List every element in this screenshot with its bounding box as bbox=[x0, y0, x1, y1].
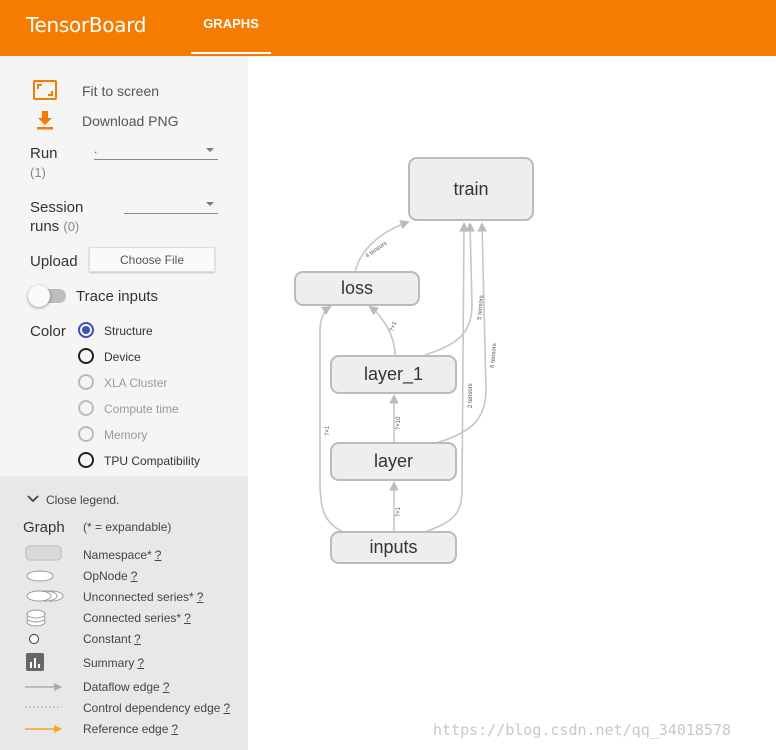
radio-label-structure: Structure bbox=[104, 324, 153, 338]
help-link[interactable]: ? bbox=[137, 656, 145, 670]
run-select[interactable]: . bbox=[94, 142, 218, 160]
legend-item-connected-series: Connected series*? bbox=[83, 611, 191, 625]
app-title: TensorBoard bbox=[26, 13, 147, 37]
edge-label-5-tensors: 5 tensors bbox=[477, 295, 485, 320]
run-count: (1) bbox=[30, 165, 46, 180]
graph-node-layer-1[interactable]: layer_1 bbox=[330, 355, 457, 394]
radio-tpu-compatibility[interactable] bbox=[78, 452, 94, 468]
edge-label-x10: ?×10 bbox=[396, 416, 402, 430]
legend-item-namespace: Namespace*? bbox=[83, 548, 162, 562]
help-link[interactable]: ? bbox=[134, 632, 141, 646]
expandable-note: (* = expandable) bbox=[83, 520, 172, 534]
radio-device[interactable] bbox=[78, 348, 94, 364]
edge-layer1-train bbox=[424, 222, 475, 356]
radio-label-memory: Memory bbox=[104, 428, 148, 442]
graph-node-train[interactable]: train bbox=[408, 157, 534, 221]
radio-label-device: Device bbox=[104, 350, 141, 364]
active-tab-indicator bbox=[191, 52, 271, 54]
help-link[interactable]: ? bbox=[223, 701, 231, 715]
namespace-icon bbox=[25, 545, 62, 561]
radio-label-compute-time: Compute time bbox=[104, 402, 179, 416]
reference-edge-icon bbox=[25, 725, 62, 733]
graph-node-inputs[interactable]: inputs bbox=[330, 531, 457, 564]
chevron-down-icon[interactable] bbox=[27, 494, 39, 504]
legend-item-opnode: OpNode? bbox=[83, 569, 138, 583]
edge-inputs-train bbox=[424, 222, 469, 533]
session-label-2: runs (0) bbox=[30, 218, 80, 235]
connected-series-icon bbox=[26, 609, 46, 627]
summary-icon bbox=[26, 653, 44, 671]
choose-file-button[interactable]: Choose File bbox=[89, 247, 215, 272]
help-link[interactable]: ? bbox=[130, 569, 138, 583]
upload-label: Upload bbox=[30, 253, 78, 270]
color-label: Color bbox=[30, 323, 66, 340]
session-label-1: Session bbox=[30, 199, 84, 216]
fit-to-screen-button[interactable]: Fit to screen bbox=[82, 83, 160, 99]
legend-item-unconnected-series: Unconnected series*? bbox=[83, 590, 204, 604]
radio-compute-time[interactable] bbox=[78, 400, 94, 416]
help-link[interactable]: ? bbox=[154, 548, 162, 562]
edge-label-4-tensors: 4 tensors bbox=[365, 241, 389, 260]
trace-inputs-toggle-knob[interactable] bbox=[28, 285, 50, 307]
unconnected-series-icon bbox=[26, 590, 64, 602]
top-app-bar: TensorBoard GRAPHS bbox=[0, 0, 776, 56]
close-legend-link[interactable]: Close legend. bbox=[46, 493, 120, 507]
legend-item-dataflow-edge: Dataflow edge? bbox=[83, 680, 170, 694]
edge-inputs-loss bbox=[319, 306, 344, 533]
download-png-button[interactable]: Download PNG bbox=[82, 113, 179, 129]
run-select-value: . bbox=[94, 142, 98, 156]
help-link[interactable]: ? bbox=[184, 611, 191, 625]
chevron-down-icon bbox=[206, 202, 214, 206]
tab-graphs[interactable]: GRAPHS bbox=[203, 16, 259, 31]
radio-xla-cluster[interactable] bbox=[78, 374, 94, 390]
trace-inputs-label: Trace inputs bbox=[76, 288, 158, 305]
edge-loss-train bbox=[354, 220, 410, 273]
graph-node-loss[interactable]: loss bbox=[294, 271, 420, 306]
session-count: (0) bbox=[63, 219, 80, 234]
graph-node-layer[interactable]: layer bbox=[330, 442, 457, 481]
legend-graph-label: Graph bbox=[23, 519, 65, 536]
edge-layer1-loss bbox=[368, 305, 396, 356]
edge-layer-train bbox=[435, 222, 487, 444]
help-link[interactable]: ? bbox=[171, 722, 179, 736]
radio-structure[interactable] bbox=[78, 322, 94, 338]
help-link[interactable]: ? bbox=[162, 680, 170, 694]
radio-label-xla-cluster: XLA Cluster bbox=[104, 376, 168, 390]
edge-label-2-tensors: 2 tensors bbox=[468, 383, 474, 408]
download-icon[interactable] bbox=[35, 110, 55, 130]
edge-label-x1-layer: ?×1 bbox=[396, 506, 402, 517]
edge-label-x1-inputs-loss: ?×1 bbox=[325, 425, 331, 436]
opnode-icon bbox=[26, 570, 54, 582]
run-label: Run bbox=[30, 145, 58, 162]
radio-memory[interactable] bbox=[78, 426, 94, 442]
session-runs-select[interactable] bbox=[124, 200, 218, 214]
watermark: https://blog.csdn.net/qq_34018578 bbox=[433, 721, 732, 739]
legend-item-constant: Constant? bbox=[83, 632, 141, 646]
legend-item-reference-edge: Reference edge? bbox=[83, 722, 179, 736]
fit-to-screen-icon[interactable] bbox=[33, 80, 57, 100]
help-link[interactable]: ? bbox=[196, 590, 204, 604]
legend-item-summary: Summary? bbox=[83, 656, 145, 670]
dataflow-edge-icon bbox=[25, 683, 62, 691]
legend-item-control-dependency-edge: Control dependency edge? bbox=[83, 701, 231, 715]
edge-label-6-tensors: 6 tensors bbox=[490, 343, 498, 368]
edge-label-x1-loss: ?×1 bbox=[389, 320, 398, 332]
constant-icon bbox=[29, 634, 39, 644]
radio-label-tpu-compatibility: TPU Compatibility bbox=[104, 454, 201, 468]
chevron-down-icon bbox=[206, 148, 214, 152]
